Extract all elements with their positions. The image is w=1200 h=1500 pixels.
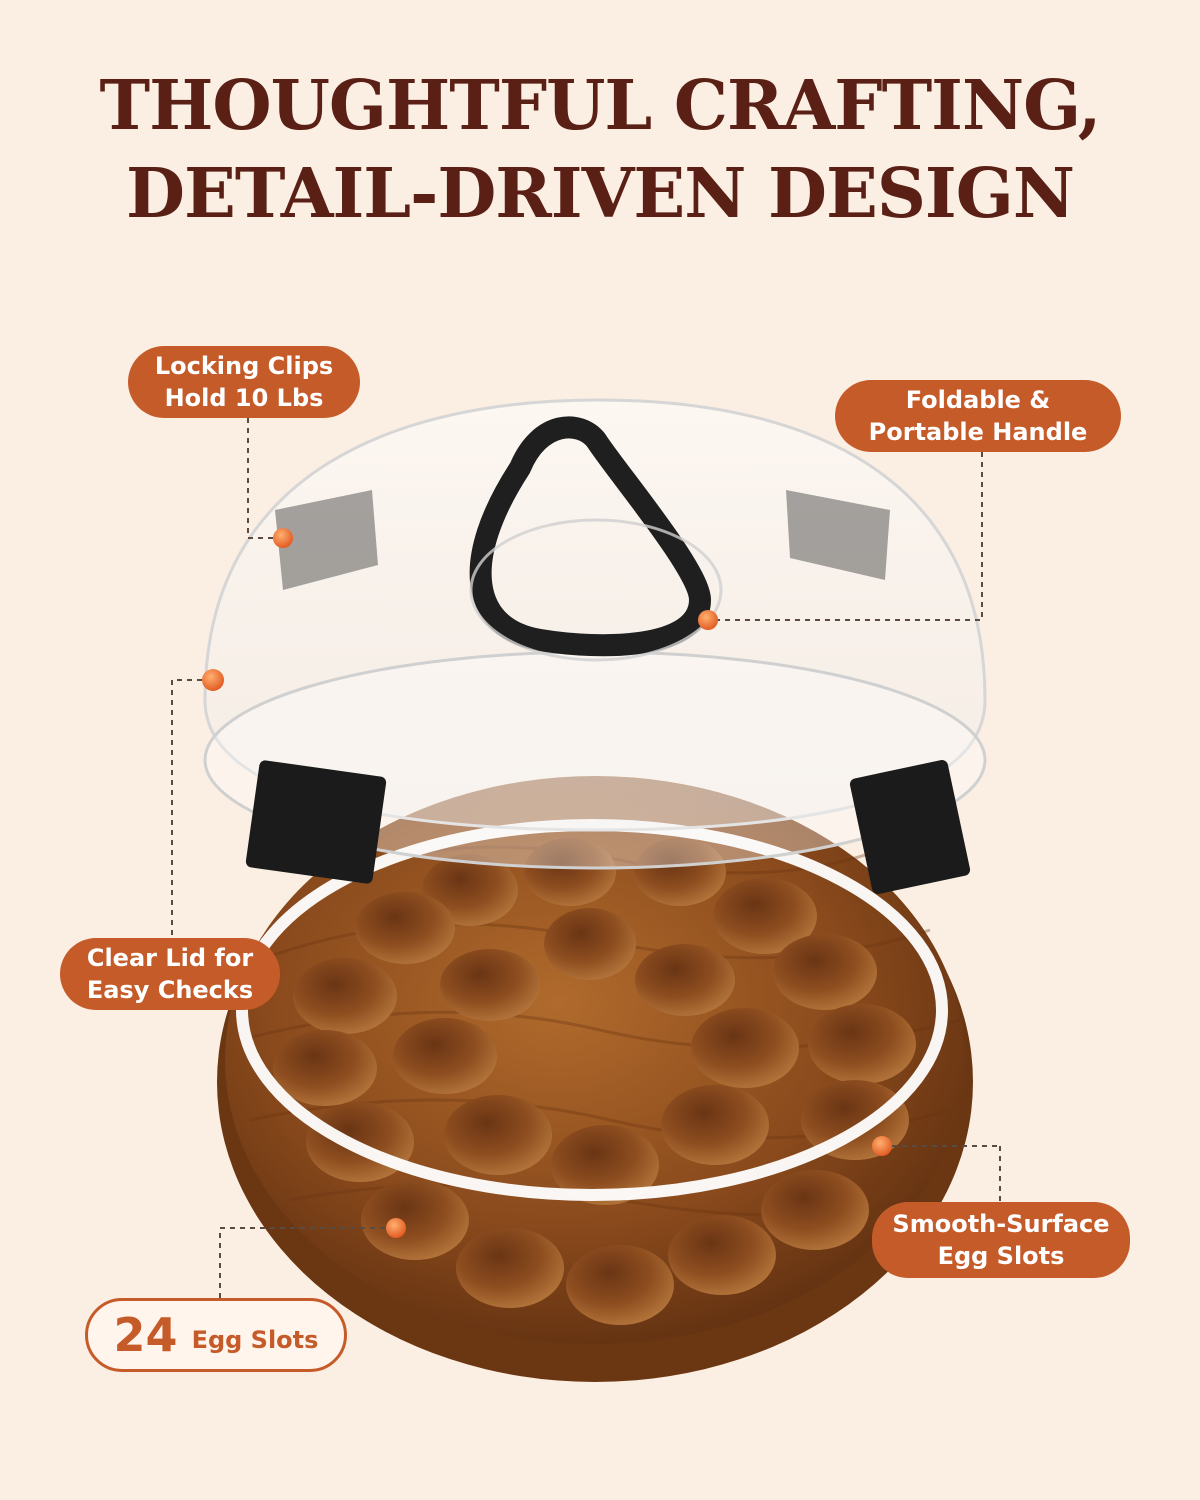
marker-dot [698,610,718,630]
marker-dot [386,1218,406,1238]
callout-smooth-slots-line2: Egg Slots [937,1242,1065,1270]
marker-dot [202,669,224,691]
callout-locking-clips-line1: Locking Clips [154,352,334,380]
egg-slots-badge: 24 Egg Slots [85,1298,347,1372]
callout-clear-lid: Clear Lid for Easy Checks [60,938,280,1010]
clear-lid [203,398,987,894]
callout-smooth-slots: Smooth-Surface Egg Slots [872,1202,1130,1278]
headline-line-2: DETAIL-DRIVEN DESIGN [126,154,1075,234]
egg-slots-label: Egg Slots [191,1326,319,1354]
callout-markers [202,528,892,1238]
callout-locking-clips-line2: Hold 10 Lbs [164,384,324,412]
callout-handle-line1: Foldable & [905,386,1051,414]
marker-dot [872,1136,892,1156]
left-locking-clip [245,760,387,884]
callout-smooth-slots-line1: Smooth-Surface [892,1210,1110,1238]
foldable-handle [469,416,723,662]
callout-handle-line2: Portable Handle [868,418,1088,446]
callout-clear-lid-line2: Easy Checks [86,976,254,1004]
egg-slots-count: 24 [113,1308,178,1362]
callout-clear-lid-line1: Clear Lid for [86,944,254,972]
callout-locking-clips: Locking Clips Hold 10 Lbs [128,346,360,418]
callout-handle: Foldable & Portable Handle [835,380,1121,452]
callout-leaders [171,418,1001,1298]
headline-line-1: THOUGHTFUL CRAFTING, [99,66,1102,146]
right-locking-clip [849,760,971,894]
marker-dot [273,528,293,548]
